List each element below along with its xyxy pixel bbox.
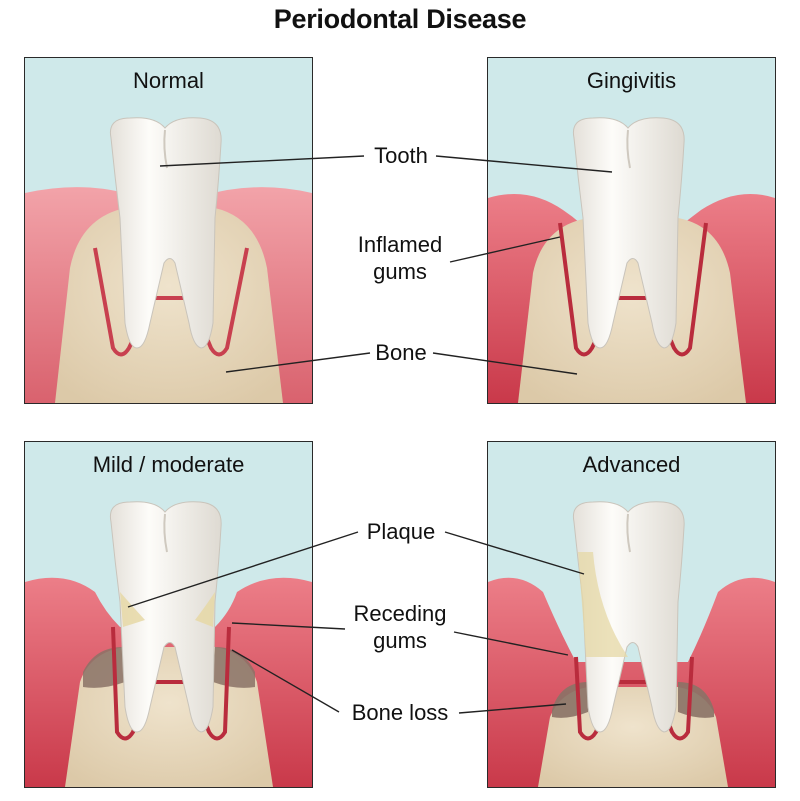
tooth (572, 501, 685, 733)
tooth (109, 117, 222, 349)
socket-lining (558, 222, 708, 357)
label-tooth: Tooth (374, 143, 428, 168)
panel-advanced: Advanced (487, 441, 776, 788)
label-receding-gums: Receding gums (340, 600, 460, 654)
plaque (120, 592, 145, 627)
label-plaque: Plaque (366, 519, 436, 544)
panel-title-normal: Normal (133, 68, 204, 93)
label-inflamed-gums: Inflamed gums (340, 231, 460, 285)
tooth-groove (626, 129, 631, 169)
panel-title-advanced: Advanced (582, 452, 681, 477)
panel-title-gingivitis: Gingivitis (586, 68, 677, 93)
socket-lining (574, 656, 694, 741)
panel-normal: Normal (24, 57, 313, 404)
bone-loss (678, 682, 714, 718)
label-inflamed-line1: Inflamed (357, 232, 443, 257)
label-receding-line2: gums (373, 628, 427, 653)
socket-lining (111, 626, 231, 741)
socket-lining (93, 247, 249, 357)
label-receding-line1: Receding (353, 601, 447, 626)
advanced-illustration (488, 501, 775, 787)
panel-gingivitis: Gingivitis (487, 57, 776, 404)
panel-title-mild-moderate: Mild / moderate (92, 452, 245, 477)
tooth (572, 117, 685, 349)
label-bone-loss: Bone loss (351, 700, 449, 725)
panel-mild-moderate: Mild / moderate (24, 441, 313, 788)
plaque (578, 552, 628, 657)
label-inflamed-line2: gums (373, 259, 427, 284)
normal-illustration (25, 117, 312, 403)
page-title: Periodontal Disease (273, 4, 527, 34)
tooth-groove (626, 513, 631, 553)
gingivitis-illustration (488, 117, 775, 403)
label-bone: Bone (375, 340, 427, 365)
mild-moderate-illustration (25, 501, 312, 787)
